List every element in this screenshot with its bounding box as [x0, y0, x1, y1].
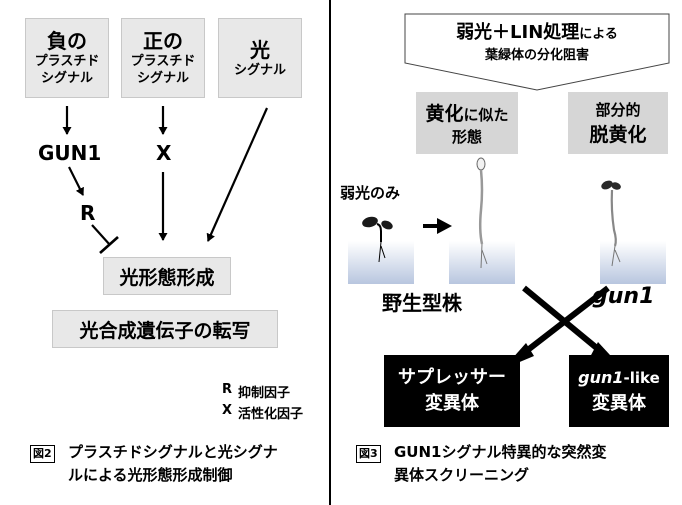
figure-2-caption-line1: プラスチドシグナルと光シグナ [68, 443, 278, 461]
repressor-r-label: R [80, 201, 96, 225]
positive-plastid-signal-box: 正の プラスチド シグナル [121, 18, 205, 98]
gun1-label: GUN1 [38, 141, 102, 165]
deetiolation-label: 脱黄化 [589, 124, 647, 146]
treatment-rest: による [579, 27, 618, 42]
legend-r-key: R [222, 382, 233, 397]
figure-2-label: 図2 [30, 445, 55, 463]
etiolated-like-box: 黄化に似た 形態 [416, 92, 518, 154]
etiolated-word: 黄化 [425, 103, 464, 125]
photomorphogenesis-box: 光形態形成 [103, 257, 231, 295]
treatment-banner-line2: 葉緑体の分化阻害 [484, 48, 589, 63]
figure-3-caption-line1: GUN1シグナル特異的な突然変 [394, 443, 607, 461]
soil-weak-light [348, 241, 414, 284]
seedling-green [362, 216, 393, 263]
suppressor-mutant-box: サプレッサー 変異体 [384, 355, 520, 427]
transcription-label: 光合成遺伝子の転写 [79, 319, 251, 342]
gun1like-suffix: -like [623, 369, 660, 387]
figure-2-caption-line2: ルによる光形態形成制御 [68, 466, 233, 484]
positive-sub2: シグナル [136, 71, 189, 86]
suppressor-line2: 変異体 [425, 393, 479, 414]
gun1like-gene: gun1 [578, 368, 624, 387]
transcription-box: 光合成遺伝子の転写 [52, 310, 278, 348]
negative-sub2: シグナル [40, 71, 93, 86]
treatment-banner-shape [404, 13, 670, 91]
negative-plastid-signal-box: 負の プラスチド シグナル [25, 18, 109, 98]
positive-title: 正の [143, 29, 183, 53]
light-signal-box: 光 シグナル [218, 18, 302, 98]
legend-x-text: 活性化因子 [238, 407, 304, 422]
gun1like-line2: 変異体 [592, 393, 646, 414]
weak-light-only-label: 弱光のみ [340, 184, 401, 202]
positive-sub1: プラスチド [130, 54, 196, 69]
arrow-gun1-to-suppressor [518, 285, 610, 359]
partial-deetiolation-box: 部分的 脱黄化 [568, 92, 668, 154]
arrow-light-to-photomorph [206, 107, 269, 242]
legend-r-text: 抑制因子 [238, 386, 291, 401]
figure-3-label: 図3 [356, 445, 381, 463]
panel-divider [329, 0, 331, 505]
negative-title: 負の [47, 29, 87, 53]
gun1-mutant-label: gun1 [592, 284, 655, 309]
suppressor-line1: サプレッサー [398, 367, 506, 388]
partial-label: 部分的 [595, 101, 641, 119]
etiolated-morphology: 形態 [451, 128, 482, 146]
gun1-like-mutant-box: gun1-like 変異体 [569, 355, 669, 427]
wildtype-label: 野生型株 [382, 291, 462, 315]
negative-sub1: プラスチド [34, 54, 100, 69]
seedling-etiolated [476, 157, 488, 269]
photomorphogenesis-label: 光形態形成 [119, 266, 215, 289]
inhibit-r-bar [99, 236, 119, 254]
light-sub: シグナル [233, 62, 286, 78]
treatment-banner-line1: 弱光＋LIN処理による [405, 18, 669, 44]
arrow-gun1-to-r [68, 166, 84, 196]
activator-x-label: X [156, 141, 172, 165]
light-title: 光 [250, 37, 270, 62]
treatment-main: 弱光＋LIN処理 [456, 22, 580, 43]
soil-gun1 [600, 241, 666, 284]
left-arrows [62, 106, 269, 254]
etiolated-similar: に似た [463, 106, 509, 124]
figure-3-caption-line2: 異体スクリーニング [394, 466, 530, 484]
legend-x-key: X [222, 403, 233, 418]
inhibit-r-line [91, 224, 111, 246]
seedling-partial [601, 180, 621, 267]
